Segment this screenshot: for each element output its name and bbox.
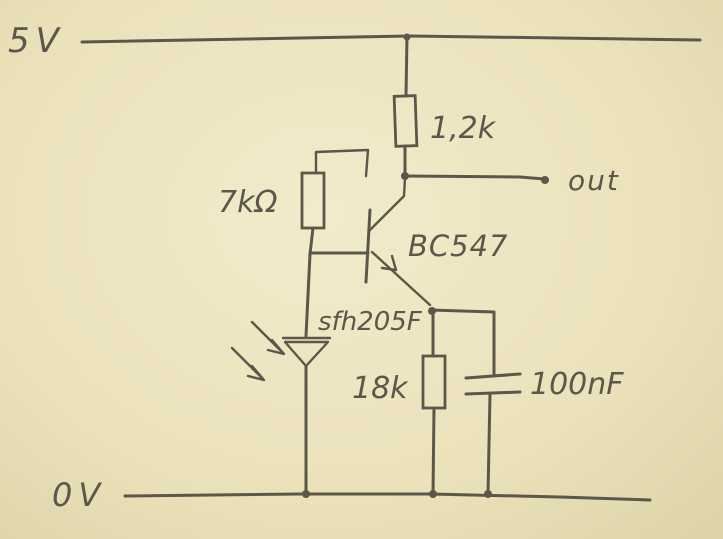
- capacitor: [464, 356, 522, 496]
- emitter-wire: [428, 308, 496, 360]
- light-arrows-icon: [230, 320, 286, 382]
- label-photodiode: sfh205F: [318, 307, 423, 337]
- label-output: out: [568, 164, 620, 197]
- node-ground-capacitor: [484, 490, 492, 498]
- supply-rail-5v: [80, 34, 702, 44]
- label-collector-resistor: 1,2k: [430, 111, 497, 146]
- output-terminal[interactable]: [541, 176, 549, 184]
- emitter-resistor: [421, 354, 447, 496]
- label-5v: 5V: [8, 21, 65, 61]
- node-ground-resistor: [429, 490, 437, 498]
- photodiode: [281, 252, 332, 496]
- transistor-symbol: [308, 176, 432, 307]
- label-capacitor: 100nF: [530, 367, 624, 402]
- output-wire: [403, 174, 546, 181]
- node-top-rail: [403, 33, 411, 41]
- base-resistor: [300, 148, 370, 256]
- label-0v: 0V: [52, 476, 106, 514]
- label-transistor: BC547: [408, 229, 509, 263]
- collector-resistor: [392, 34, 419, 176]
- node-emitter: [428, 307, 436, 315]
- label-emitter-resistor: 18k: [352, 371, 409, 406]
- label-base-resistor: 7kΩ: [218, 185, 277, 220]
- ground-rail-0v: [123, 492, 652, 502]
- node-collector: [401, 172, 409, 180]
- node-ground-photodiode: [302, 490, 310, 498]
